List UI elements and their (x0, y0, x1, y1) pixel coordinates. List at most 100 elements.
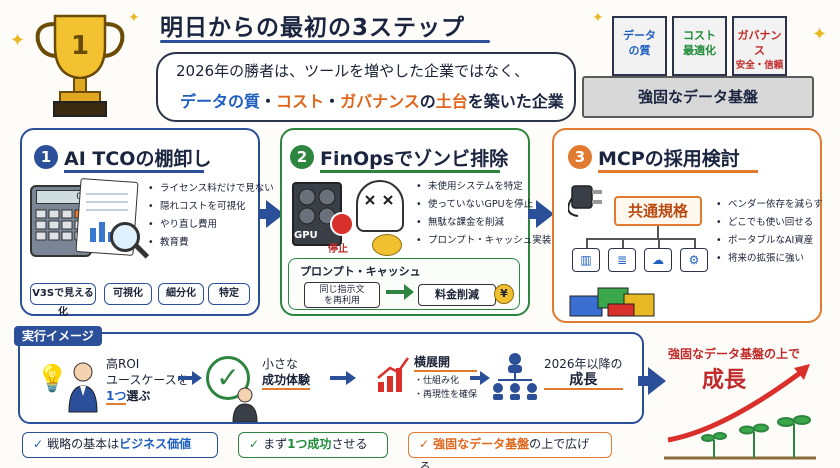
sparkle-icon: ✦ (10, 30, 26, 51)
arrow-right-icon (266, 200, 284, 228)
arrow-shaft (178, 376, 194, 380)
message-bubble (156, 52, 576, 122)
pillar-data-quality: データ の質 (612, 16, 667, 76)
tag-identify: 特定 (208, 283, 250, 305)
execution-tag: 実行イメージ (14, 326, 102, 346)
list-item: 無駄な課金を削減 (416, 214, 551, 232)
growth-title: 成長 (702, 368, 747, 393)
principle-data-foundation: ✓強固なデータ基盤の上で広げる (408, 432, 612, 468)
growth-illustration (664, 364, 816, 460)
page-title: 明日からの最初の3ステップ (160, 15, 466, 41)
connector-line (658, 238, 660, 248)
prompt-cache-title: プロンプト・キャッシュ (300, 265, 421, 278)
connector-line (586, 238, 588, 248)
step1-text: 高ROI ユースケースを 1つ選ぶ (106, 357, 189, 405)
coins-icon (372, 234, 402, 256)
title-underline (64, 170, 204, 173)
title-underline (320, 170, 500, 173)
arrow-shaft (470, 376, 482, 380)
check-icon: ✓ (249, 437, 260, 451)
list-item: 教育費 (148, 234, 274, 252)
arrow-right-icon (404, 284, 414, 300)
gpu-label: GPU (294, 230, 318, 241)
arrow-shaft (258, 209, 272, 219)
finops-bullet-list: 未使用システムを特定 使っていないGPUを停止 無駄な課金を削減 プロンプト・キ… (416, 178, 551, 250)
list-item: プロンプト・キャッシュ実装 (416, 232, 551, 250)
arrow-right-icon (346, 371, 356, 385)
principle-first-success: ✓まず1つ成功させる (238, 432, 388, 458)
list-item: 使っていないGPUを停止 (416, 196, 551, 214)
connector-line (694, 238, 696, 248)
step-title: AI TCOの棚卸し (64, 148, 212, 170)
stop-label: 停止 (328, 244, 348, 255)
message-line2: データの質・コスト・ガバナンスの土台を築いた企業 (180, 92, 564, 111)
step-number: 3 (568, 145, 592, 169)
tag-breakdown: 細分化 (158, 283, 204, 305)
arrow-shaft (330, 376, 348, 380)
list-item: 未使用システムを特定 (416, 178, 551, 196)
arrow-shaft (638, 376, 652, 386)
list-item: ポータブルなAI資産 (716, 232, 823, 250)
growth-chart-icon (377, 357, 410, 392)
step-title: FinOpsでゾンビ排除 (320, 148, 509, 170)
trophy-number: 1 (71, 31, 89, 61)
businessman-icon (68, 362, 98, 413)
chart-node-icon: ▥ (572, 248, 600, 272)
database-node-icon: ≣ (608, 248, 636, 272)
trophy-icon: 1 (35, 14, 125, 117)
check-icon: ✓ (419, 437, 430, 451)
tco-bullet-list: ライセンス料だけで見ない 隠れコストを可視化 やり直し費用 教育費 (148, 180, 274, 252)
yen-coin-icon: ¥ (494, 284, 514, 304)
building-blocks-icon (569, 287, 655, 317)
arrow-shaft (386, 290, 406, 294)
keyword-foundation: 土台 (435, 92, 468, 111)
sparkle-icon: ✦ (812, 24, 828, 45)
zombie-ghost-icon (356, 180, 404, 232)
list-item: 将来の拡張に強い (716, 250, 823, 268)
list-item: ライセンス料だけで見ない (148, 180, 274, 198)
stop-icon (330, 212, 354, 236)
ghost-face (365, 195, 393, 205)
lightbulb-icon: 💡 (36, 364, 69, 394)
foundation-base (582, 76, 814, 118)
common-standard-box: 共通規格 (614, 196, 702, 226)
plug-icon (568, 185, 602, 217)
step2-text: 小さな 成功体験 (262, 356, 311, 390)
list-item: ベンダー依存を減らす (716, 196, 823, 214)
businesswoman-icon (232, 387, 258, 422)
keyword-cost: コスト (276, 92, 325, 111)
connector-line (586, 238, 694, 240)
message-line1: 2026年の勝者は、ツールを増やした企業ではなく、 (176, 62, 530, 80)
prompt-reuse-box: 同じ指示文 を再利用 (304, 282, 380, 308)
foundation-label: 強固なデータ基盤 (637, 88, 758, 106)
growth-caption: 強固なデータ基盤の上で (668, 347, 801, 361)
connector-line (622, 238, 624, 248)
principle-business-value: ✓戦略の基本はビジネス価値 (22, 432, 218, 458)
step-number: 1 (34, 145, 58, 169)
mcp-bullet-list: ベンダー依存を減らす どこでも使い回せる ポータブルなAI資産 将来の拡張に強い (716, 196, 823, 268)
list-item: 隠れコストを可視化 (148, 198, 274, 216)
pillar-cost-optimization: コスト 最適化 (672, 16, 727, 76)
arrow-right-icon (536, 200, 554, 228)
step3-text: 横展開 ・仕組み化 ・再現性を確保 (414, 355, 478, 400)
pillar-governance: ガバナンス 安全・信頼 (732, 16, 787, 76)
step4-text: 2026年以降の 成長 (544, 357, 623, 390)
check-circle-icon: ✓ (206, 356, 250, 400)
step-number: 2 (290, 145, 314, 169)
arrow-right-icon (648, 367, 666, 395)
sparkle-icon: ✦ (128, 10, 140, 26)
keyword-data-quality: データの質 (180, 92, 261, 111)
check-icon: ✓ (33, 437, 44, 451)
arrow-right-icon (192, 371, 202, 385)
arrow-shaft (528, 209, 542, 219)
org-chart-icon (493, 353, 537, 400)
connector-line (657, 226, 659, 238)
arrow-right-icon (480, 371, 490, 385)
tag-v3s: V3Sで見える化 (30, 283, 96, 318)
title-underline (160, 40, 490, 43)
keyword-governance: ガバナンス (340, 92, 420, 111)
list-item: どこでも使い回せる (716, 214, 823, 232)
sparkle-icon: ✦ (592, 10, 604, 26)
list-item: やり直し費用 (148, 216, 274, 234)
cloud-node-icon: ☁ (644, 248, 672, 272)
